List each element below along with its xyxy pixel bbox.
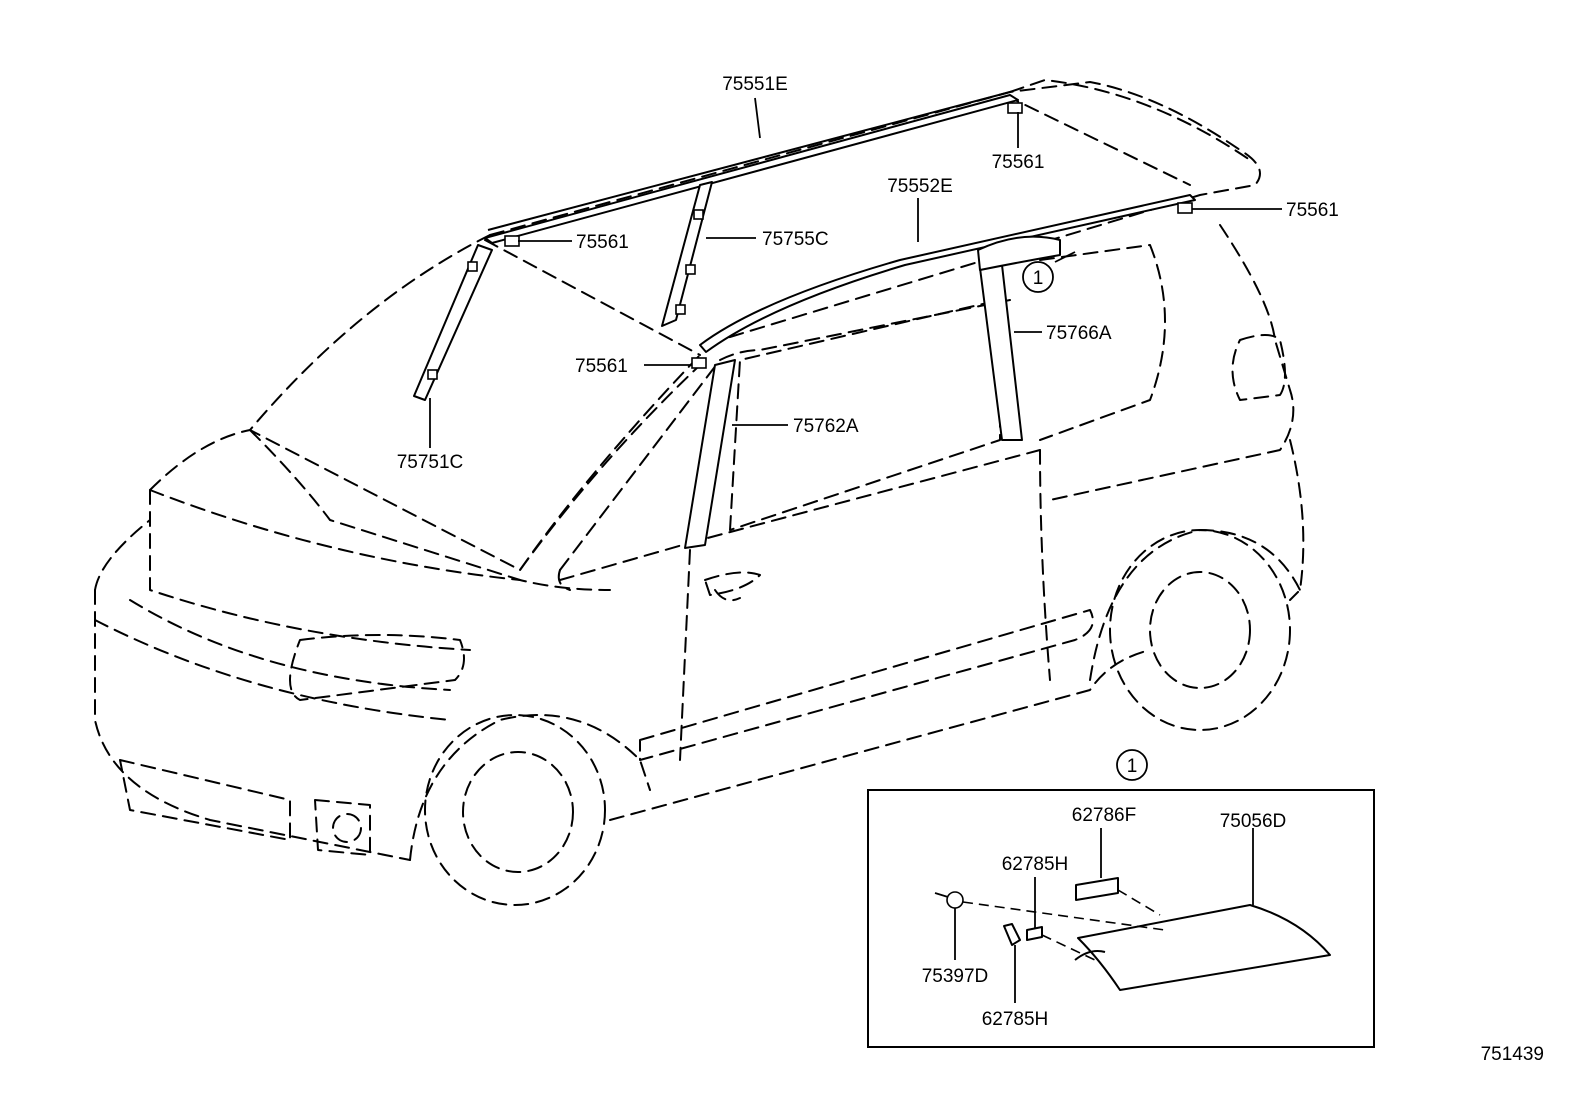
roof-clip-rear [1007, 102, 1023, 114]
vehicle-outline [94, 79, 1305, 906]
bracket-part [1075, 877, 1119, 901]
label-clip-roof-rear: 75561 [992, 152, 1045, 173]
roof-molding-left-part [484, 91, 1019, 244]
front-door-frame-part [684, 359, 736, 549]
label-detail-clip-upper: 62785H [1002, 854, 1069, 875]
front-pillar-clip-lower [691, 357, 707, 369]
clip-lower-part [1003, 923, 1021, 946]
svg-text:1: 1 [1033, 268, 1044, 289]
label-clip-roof-rear-right: 75561 [1286, 200, 1339, 221]
label-detail-emblem: 75056D [1220, 811, 1287, 832]
roof-molding-right-part [699, 194, 1196, 353]
emblem-garnish-part [1077, 904, 1331, 991]
detail-ref-marker: 1 [1022, 251, 1076, 293]
label-detail-clip-lower: 62785H [982, 1009, 1049, 1030]
label-roof-molding-right: 75552E [887, 176, 953, 197]
windshield-molding-left-part [413, 244, 493, 401]
label-detail-screw: 75397D [922, 966, 989, 987]
front-pillar-clip-top [504, 235, 520, 247]
label-clip-front-pillar-top: 75561 [576, 232, 629, 253]
leader-lines [429, 97, 1282, 448]
roof-clip-rear-right [1177, 202, 1193, 214]
screw-part [934, 891, 964, 909]
rear-door-frame-part [977, 235, 1061, 441]
label-rear-door-frame: 75766A [1046, 323, 1112, 344]
label-roof-molding-left: 75551E [722, 74, 788, 95]
label-windshield-molding-left: 75751C [397, 452, 464, 473]
drawing-number: 751439 [1481, 1044, 1544, 1065]
label-clip-front-pillar-right: 75561 [575, 356, 628, 377]
label-windshield-molding-right: 75755C [762, 229, 829, 250]
windshield-molding-right-part [661, 181, 713, 327]
clip-upper-part [1026, 926, 1043, 941]
detail-frame [867, 789, 1375, 1048]
label-detail-bracket: 62786F [1072, 805, 1136, 826]
detail-box-marker: 1 [1127, 756, 1138, 777]
label-front-door-frame: 75762A [793, 416, 859, 437]
detail-inset: 1 62786F 75056D 62785H 75397D 62785H [867, 749, 1375, 1048]
